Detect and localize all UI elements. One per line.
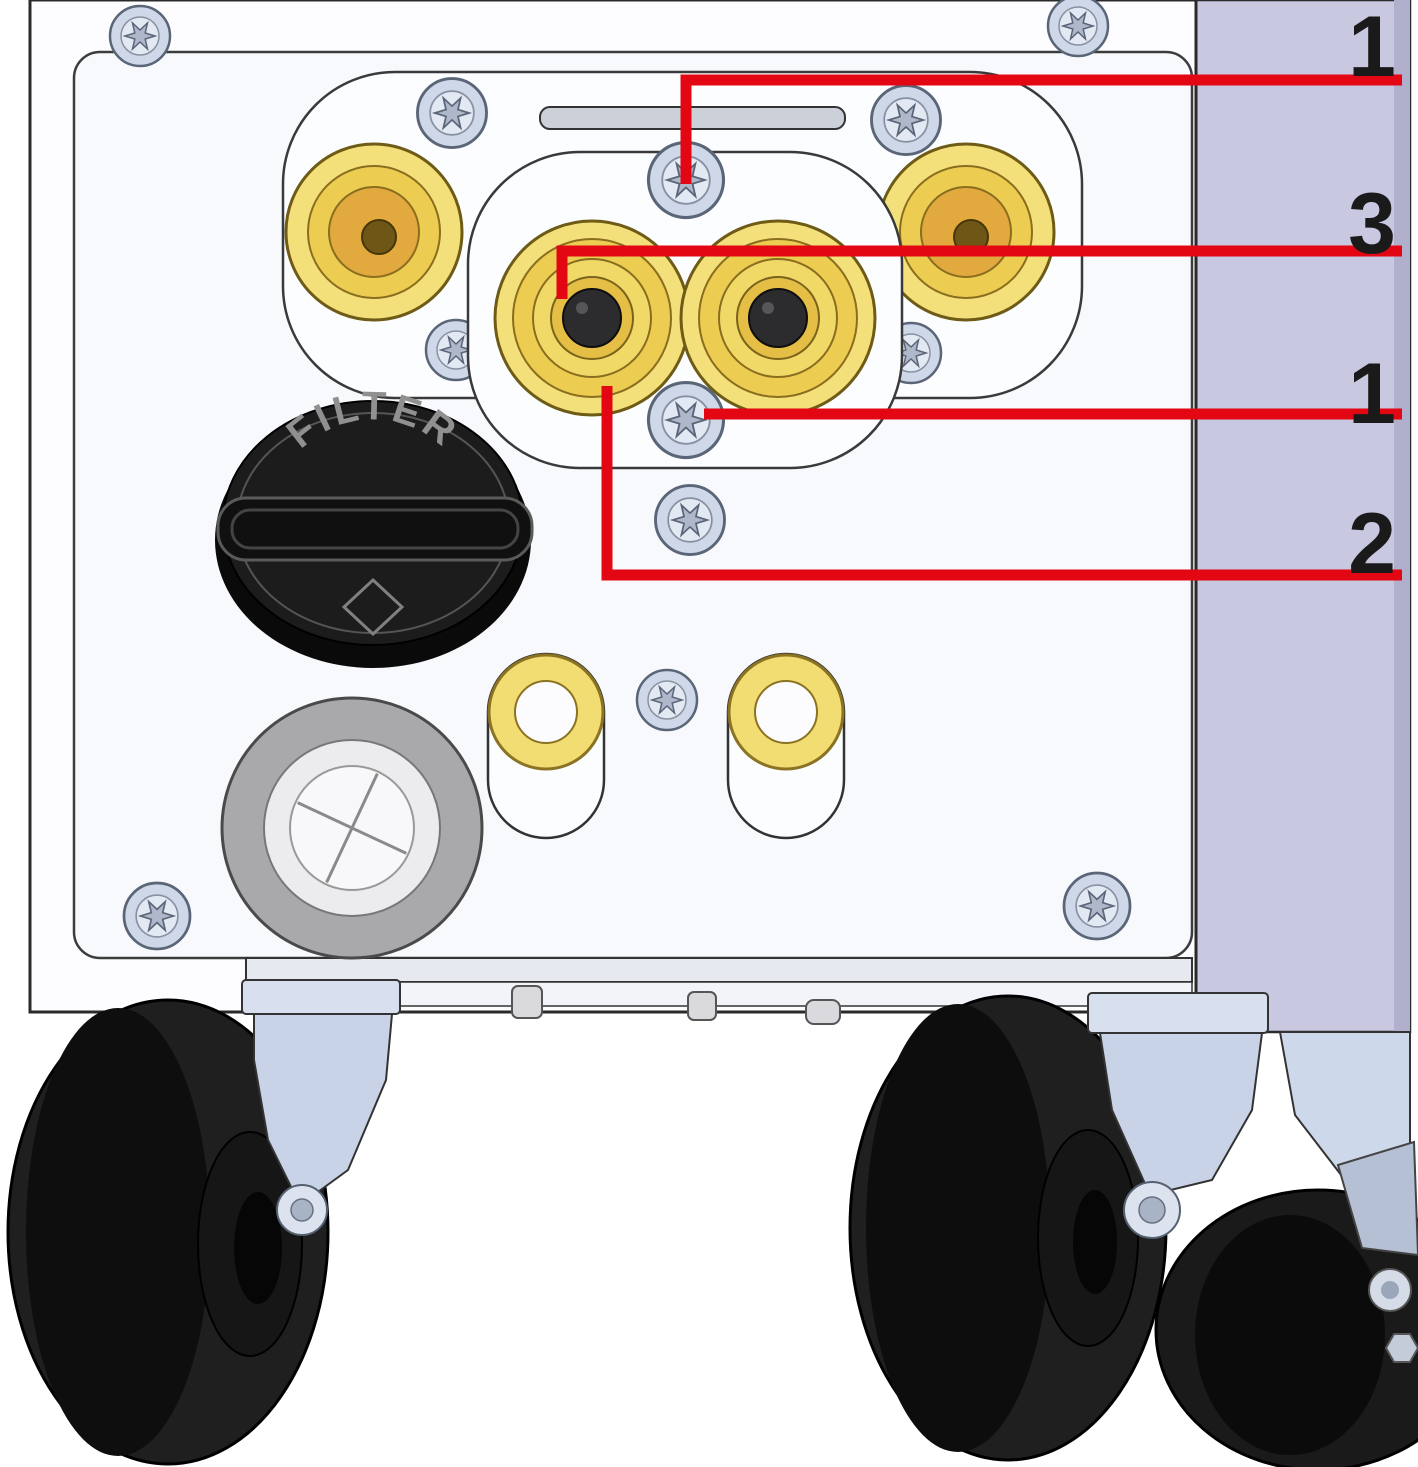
torx-screw-icon — [1062, 871, 1132, 941]
filter-symbol-icon — [341, 577, 405, 637]
keyhole-slot-left — [486, 652, 606, 840]
keyhole-slot-right — [726, 652, 846, 840]
caster-bracket — [1087, 992, 1269, 1034]
callout-label-3: 3 — [1348, 176, 1396, 272]
hex-nut — [1384, 1333, 1418, 1363]
callout-labels: 1 3 1 2 — [1348, 0, 1396, 592]
brass-connector-outer-right — [876, 142, 1056, 322]
caster-front-left — [6, 979, 401, 1466]
filter-cap-handle — [216, 496, 534, 562]
torx-screw-icon — [654, 484, 726, 556]
callout-line-2 — [601, 386, 1402, 581]
brass-connector-outer-left — [284, 142, 464, 322]
torx-screw-icon — [416, 77, 488, 149]
mounting-screw-lower — [646, 380, 726, 460]
filter-cap: FILTER — [215, 384, 534, 668]
callout-label-2: 2 — [1348, 496, 1396, 592]
cable-clip — [687, 991, 717, 1021]
torx-screw-icon — [870, 84, 942, 156]
machine-side-panel — [1194, 0, 1412, 1034]
torx-screw-icon — [635, 668, 699, 732]
cable-clip — [805, 999, 841, 1025]
callout-line-1-upper — [680, 74, 1402, 184]
round-socket — [220, 696, 484, 960]
torx-screw-icon — [122, 881, 192, 951]
torx-screw-icon — [108, 4, 172, 68]
callout-line-3 — [556, 245, 1402, 299]
caster-bracket — [241, 979, 401, 1015]
torx-screw-icon — [1046, 0, 1110, 58]
callout-lines — [556, 74, 1402, 581]
callout-label-1-lower: 1 — [1348, 346, 1396, 442]
caster-front-right — [848, 992, 1269, 1462]
cable-clip — [511, 985, 543, 1019]
caster-rear-right — [1154, 1031, 1418, 1467]
callout-label-1-upper: 1 — [1348, 0, 1396, 95]
handle-slot — [539, 106, 846, 130]
